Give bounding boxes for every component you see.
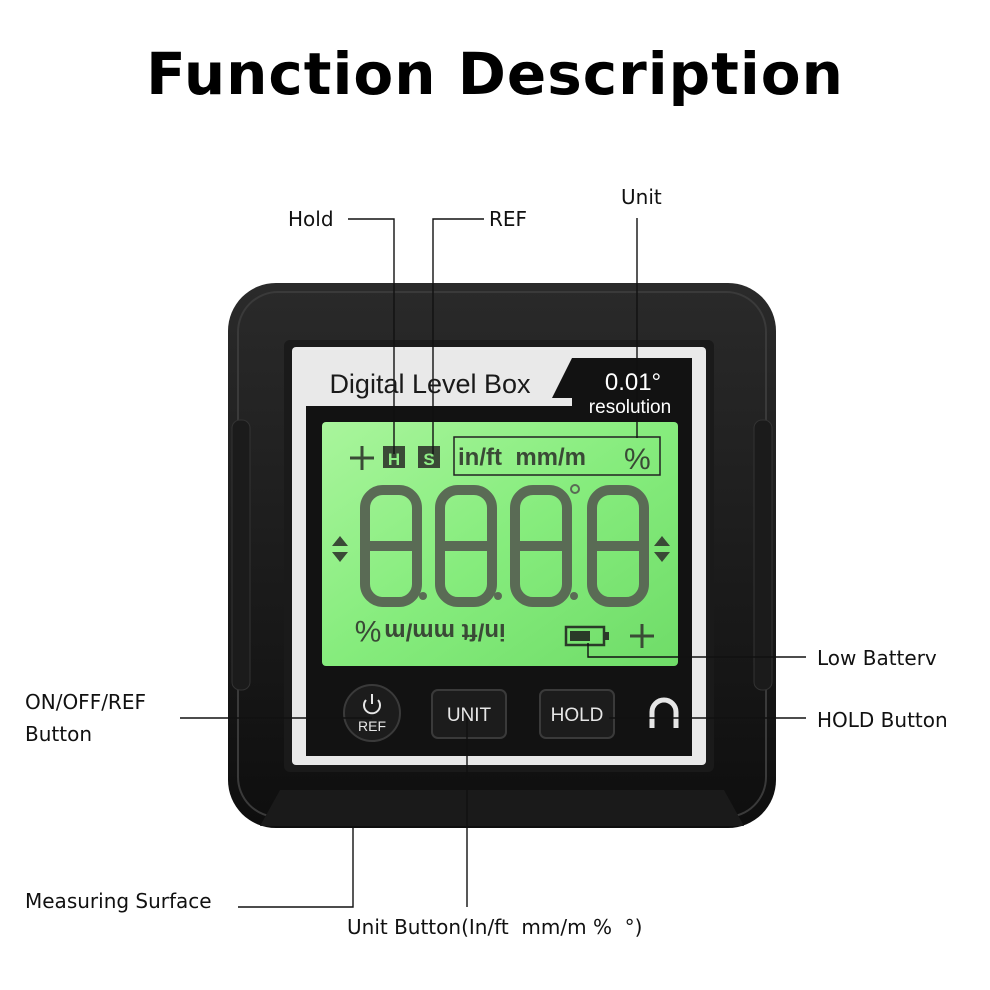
low-battery-callout-line (587, 643, 806, 658)
callout-low-battery: Low Batterv (817, 646, 937, 670)
callout-measuring-surface: Measuring Surface (25, 889, 212, 913)
hold-callout-line (348, 218, 395, 454)
lcd-bottom-percent: % (355, 614, 382, 647)
ref-callout-line (432, 218, 484, 454)
callout-on-off-ref-line1: ON/OFF/REF (25, 690, 146, 714)
callout-lines (180, 218, 806, 908)
callout-unit: Unit (621, 185, 662, 209)
callout-hold-button: HOLD Button (817, 708, 948, 732)
lcd-screen (322, 422, 678, 666)
lcd-top-percent: % (624, 443, 651, 476)
hold-indicator-icon (383, 446, 405, 468)
measuring-surface-callout-line (238, 828, 354, 908)
power-ref-button[interactable] (343, 684, 401, 742)
low-battery-icon (564, 625, 609, 647)
callout-unit-button: Unit Button(In/ft mm/m % °) (347, 915, 643, 939)
decimal-points (419, 484, 580, 600)
unit-indicator-box (453, 436, 661, 476)
magnet-icon (649, 697, 679, 728)
hold-icon-letter: H (388, 450, 400, 469)
ref-icon-letter: S (423, 450, 434, 469)
power-button-label: REF (358, 718, 386, 734)
power-icon (363, 694, 381, 715)
page-title: Function Description (146, 40, 844, 108)
resolution-value: 0.01° (605, 369, 661, 396)
digit-display (360, 485, 649, 607)
direction-arrows (332, 536, 670, 562)
callout-ref: REF (489, 207, 528, 231)
level-icon-bottom (630, 624, 654, 648)
lcd-top-units: in/ft mm/m (458, 444, 586, 471)
unit-button[interactable] (431, 689, 507, 739)
hold-button-label: HOLD (551, 705, 604, 726)
level-icon (350, 446, 374, 470)
unit-button-label: UNIT (447, 705, 492, 726)
resolution-label: resolution (589, 397, 671, 418)
lcd-bottom-units: in/ft mm/m (384, 618, 505, 645)
hold-button[interactable] (539, 689, 615, 739)
brand-label: Digital Level Box (329, 369, 531, 399)
ref-indicator-icon (418, 446, 440, 468)
callout-hold: Hold (288, 207, 334, 231)
callout-on-off-ref-line2: Button (25, 722, 92, 746)
